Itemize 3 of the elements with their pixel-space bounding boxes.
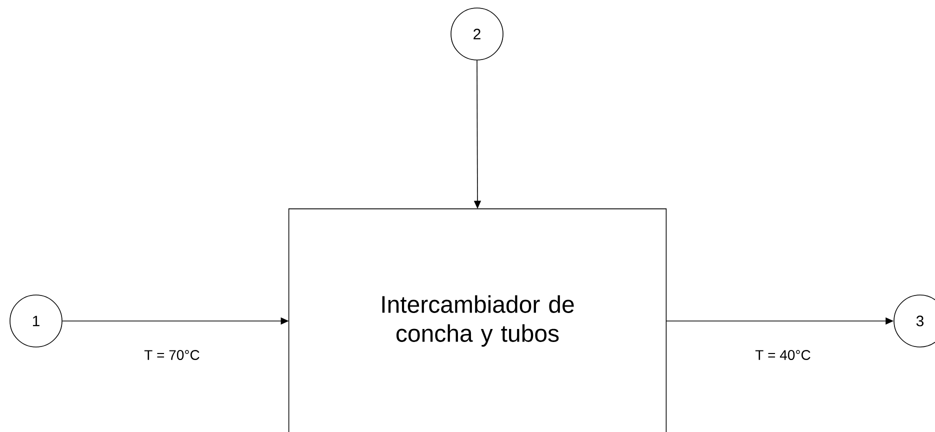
edge-label: T = 40°C [754,349,812,361]
exchanger-box: Intercambiador de concha y tubos [288,208,667,432]
edge-label: T = 70°C [143,349,201,361]
